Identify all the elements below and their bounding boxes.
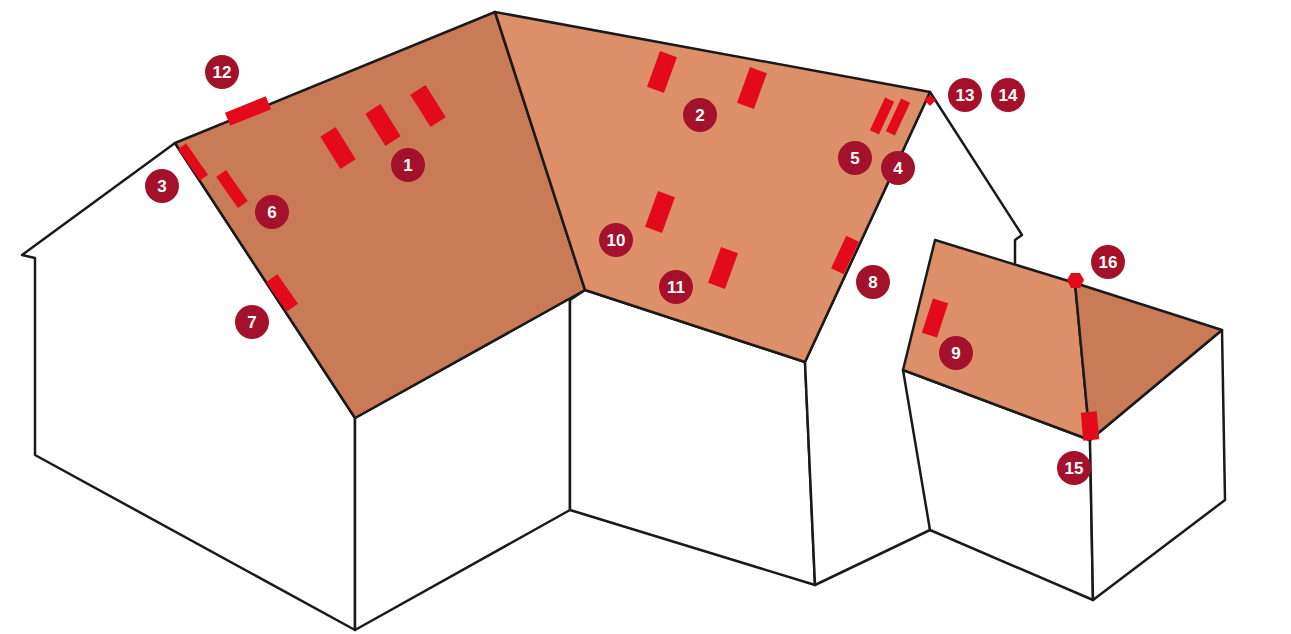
hip-end-marker [1081,411,1099,440]
callout-number: 9 [939,336,973,370]
callout-number: 11 [659,270,693,304]
verge-marker [266,274,298,312]
annex-roof [1075,283,1222,440]
verge-marker [831,236,859,275]
annex-roof [903,240,1090,440]
callout-number: 12 [205,55,239,89]
callout-number: 5 [838,141,872,175]
tile-markers [178,51,1099,441]
ridge-marker [225,96,271,125]
callout-number: 10 [599,223,633,257]
callout-number: 8 [856,265,890,299]
callout-number: 1 [391,148,425,182]
callout-number: 3 [145,169,179,203]
tile-marker [320,127,355,169]
callout-number: 7 [235,305,269,339]
callout-number: 14 [991,78,1025,112]
tile-marker [410,85,445,127]
tile-marker [737,67,767,109]
callout-number: 6 [255,195,289,229]
callout-number: 4 [881,151,915,185]
verge-marker [886,99,910,136]
tile-marker [365,104,400,146]
callout-number: 15 [1057,451,1091,485]
verge-marker [178,144,208,181]
tile-marker [708,247,738,289]
roof-plane [495,12,930,362]
tile-marker [647,51,677,93]
apex-marker [924,95,936,106]
callout-number: 16 [1091,245,1125,279]
verge-marker [216,170,248,208]
tile-marker [922,298,948,337]
hip-apex-marker [1067,273,1084,288]
tile-marker [645,191,675,233]
callout-number: 13 [948,78,982,112]
callout-number: 2 [683,98,717,132]
